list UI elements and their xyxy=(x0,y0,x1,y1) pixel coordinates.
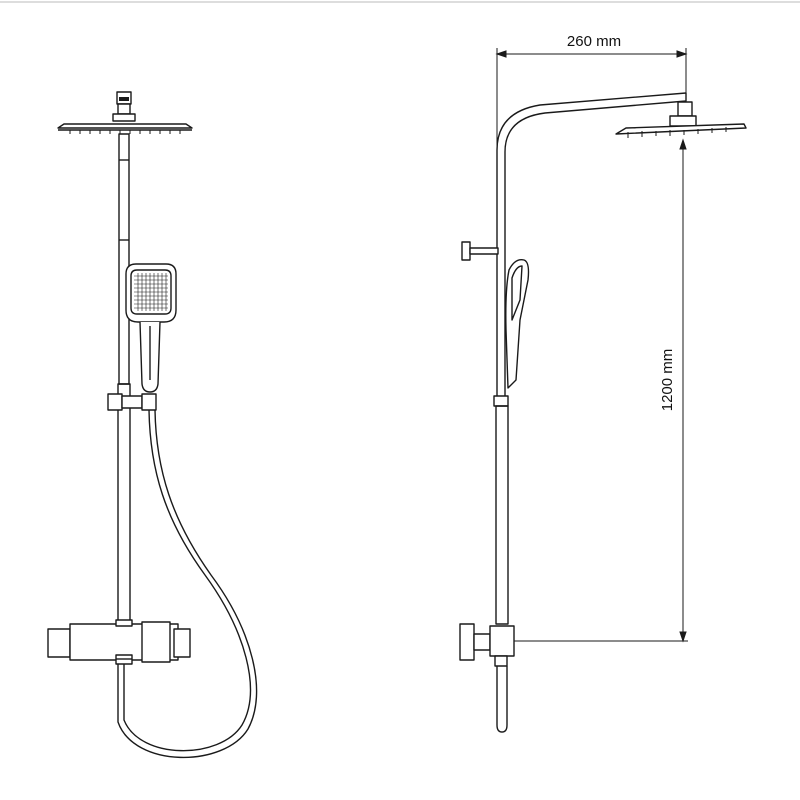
dimension-arm-length-label: 260 mm xyxy=(567,33,621,50)
front-thermostatic-mixer xyxy=(47,619,191,665)
front-rain-shower-head xyxy=(57,91,193,134)
front-hand-shower xyxy=(125,263,177,393)
side-wall-bracket xyxy=(461,241,499,261)
side-rain-shower-head xyxy=(615,101,747,138)
dimension-height-label: 1200 mm xyxy=(659,349,676,412)
front-view xyxy=(47,91,258,759)
dimension-lines xyxy=(495,48,688,643)
side-slider-collar xyxy=(493,395,509,407)
front-upper-pipe xyxy=(118,133,130,385)
front-lower-pipe xyxy=(117,383,131,625)
side-view xyxy=(459,92,747,733)
side-curved-arm xyxy=(496,92,687,396)
side-hand-shower xyxy=(505,259,530,389)
front-hose xyxy=(123,409,252,752)
front-slider-holder xyxy=(107,393,157,411)
side-lower-pipe xyxy=(495,405,509,625)
side-thermostatic-mixer xyxy=(459,623,515,733)
